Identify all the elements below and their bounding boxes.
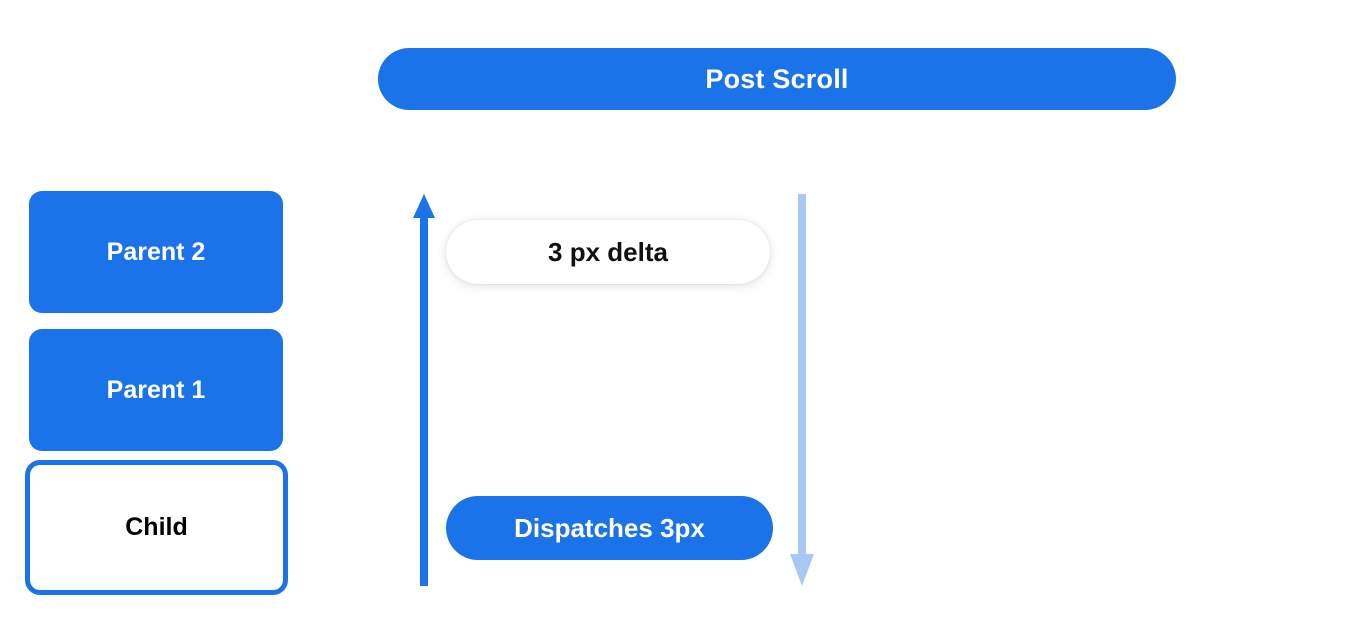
scroll-down-arrow-icon (790, 194, 814, 586)
node-parent-1-label: Parent 1 (106, 375, 206, 404)
node-child-label: Child (125, 513, 188, 541)
dispatch-callout-label: Dispatches 3px (514, 513, 705, 543)
delta-callout-label: 3 px delta (548, 237, 668, 267)
delta-callout-pill: 3 px delta (446, 220, 770, 284)
node-parent-2: Parent 2 (29, 191, 283, 313)
dispatch-callout-pill: Dispatches 3px (446, 496, 773, 560)
post-scroll-banner: Post Scroll (378, 48, 1176, 110)
post-scroll-banner-label: Post Scroll (705, 63, 849, 94)
node-child: Child (25, 460, 288, 595)
node-parent-2-label: Parent 2 (106, 237, 206, 266)
scroll-up-arrow-icon (413, 194, 435, 586)
node-parent-1: Parent 1 (29, 329, 283, 451)
